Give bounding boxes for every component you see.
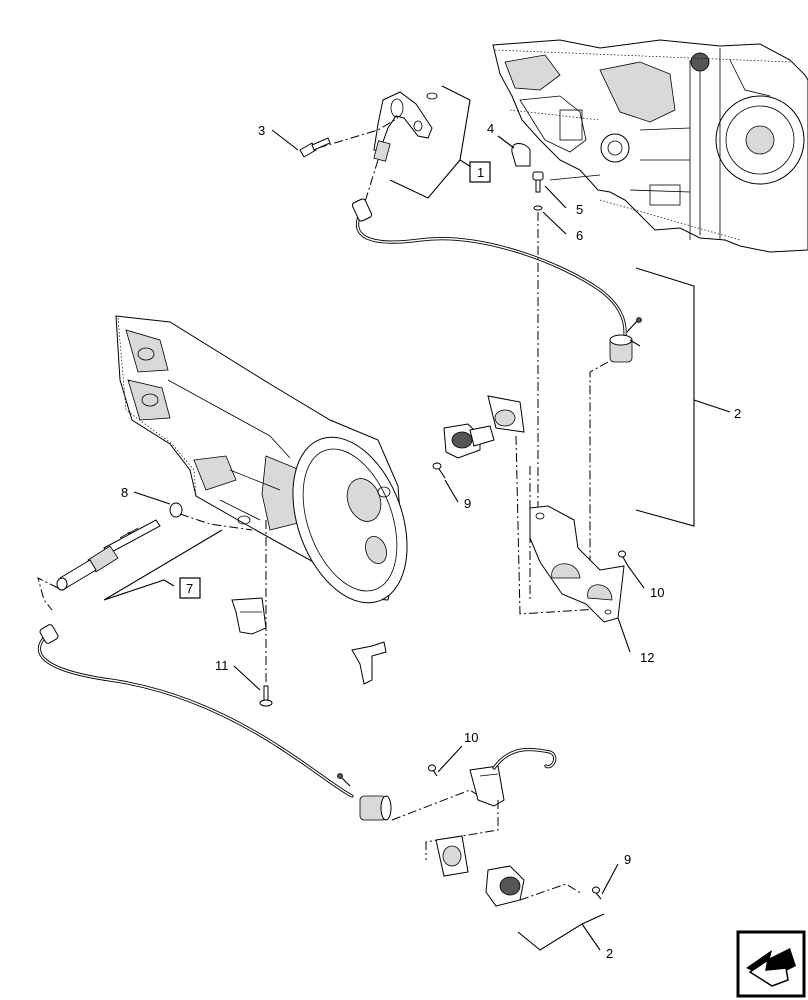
next-page-arrow-icon[interactable]: [736, 930, 806, 998]
callout-11: 11: [215, 658, 229, 673]
screw-9-lower: [592, 886, 602, 900]
o-ring-8: [169, 502, 183, 518]
callout-6: 6: [576, 228, 583, 243]
d-ring-4: [511, 143, 531, 167]
callout-2-lower: 2: [606, 946, 613, 961]
callout-9-lower: 9: [624, 852, 631, 867]
callout-7-box: [179, 577, 201, 599]
screw-10-lower: [428, 764, 438, 777]
lower-grommet-plate: [435, 835, 525, 907]
grommet-plate: [443, 395, 525, 459]
washer-6: [533, 205, 543, 211]
lower-harness-bracket: [469, 747, 557, 807]
callout-1-box: [469, 161, 491, 183]
screw-10-upper: [618, 550, 629, 567]
upper-sensor-harness: [351, 198, 642, 363]
callout-10-upper: 10: [650, 585, 664, 600]
engine-block: [492, 39, 808, 253]
mounting-bracket-12: [529, 505, 625, 623]
sensor-bracket: [373, 91, 433, 162]
callout-2-upper: 2: [734, 406, 741, 421]
bolt-5: [532, 171, 544, 193]
small-bracket-left: [231, 597, 267, 635]
callout-8: 8: [121, 485, 128, 500]
lower-sensor-harness: [37, 624, 392, 821]
callout-9-upper: 9: [464, 496, 471, 511]
callout-4: 4: [487, 121, 494, 136]
small-bracket-right: [351, 641, 387, 685]
callout-5: 5: [576, 202, 583, 217]
callout-12: 12: [640, 650, 654, 665]
callout-1: 1: [477, 165, 484, 180]
small-o-ring: [426, 92, 438, 100]
callout-7: 7: [186, 581, 193, 596]
transmission-housing: [115, 315, 408, 604]
callout-10-lower: 10: [464, 730, 478, 745]
bolt-11: [259, 685, 273, 707]
callout-3: 3: [258, 123, 265, 138]
bolt-3: [299, 137, 331, 158]
screw-9-upper: [432, 462, 446, 479]
speed-sensor-7: [56, 519, 161, 591]
